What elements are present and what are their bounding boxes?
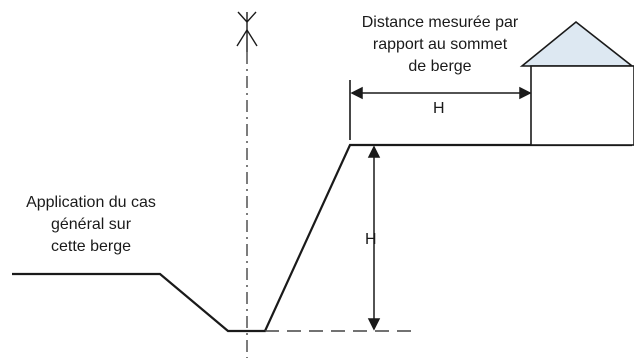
distance-label: Distance mesurée par rapport au sommet d… — [340, 12, 540, 78]
horizontal-dimension-arrow — [350, 86, 532, 100]
vertical-dimension-arrow — [367, 145, 381, 331]
left-bank-profile — [12, 143, 632, 333]
general-case-line-2: général sur — [50, 216, 132, 233]
general-case-line-3: cette berge — [50, 238, 132, 255]
house-icon — [519, 20, 634, 146]
house-body — [530, 65, 634, 146]
distance-label-line-1: Distance mesurée par — [361, 14, 519, 31]
general-case-line-1: Application du cas — [26, 194, 156, 211]
h-vertical-label: H — [365, 231, 377, 248]
tree-icon — [236, 11, 258, 52]
h-horizontal-label: H — [433, 100, 445, 117]
general-case-label: Application du cas général sur cette ber… — [6, 192, 176, 258]
distance-label-line-3: de berge — [408, 58, 472, 75]
distance-label-line-2: rapport au sommet — [372, 36, 508, 53]
